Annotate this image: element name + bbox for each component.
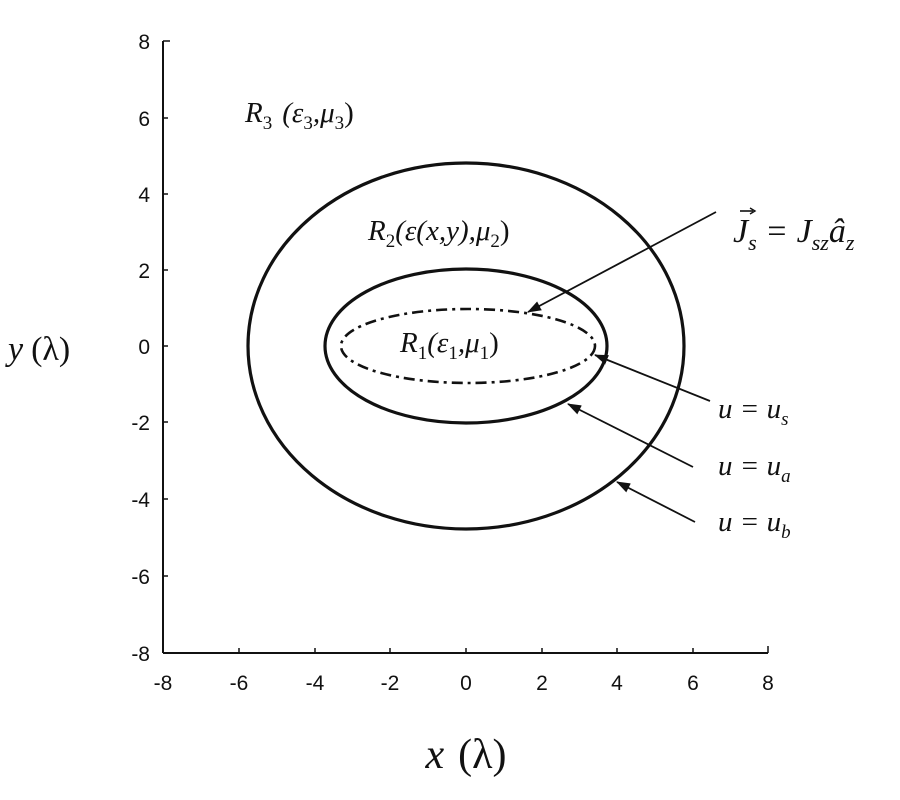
boundary-label-ub: u = ub xyxy=(718,506,791,543)
current-density-label: Js = Jszâz xyxy=(733,207,855,255)
x-tick-label: 4 xyxy=(611,672,623,695)
axes: 8 6 4 2 0 -2 -4 -6 -8 -8 -6 -4 -2 0 2 4 … xyxy=(5,31,774,778)
y-tick-label: 4 xyxy=(138,184,150,207)
x-tick-label: 6 xyxy=(687,672,699,695)
region-r1-label: R1(ε1,μ1) xyxy=(399,327,499,364)
x-tick-labels: -8 -6 -4 -2 0 2 4 6 8 xyxy=(154,672,774,695)
outer-boundary-ellipse xyxy=(246,161,686,531)
boundary-label-ua: u = ua xyxy=(718,450,791,487)
x-tick-label: -6 xyxy=(230,672,249,695)
y-tick-labels: 8 6 4 2 0 -2 -4 -6 -8 xyxy=(131,31,150,666)
inner-boundary-ellipse xyxy=(323,267,609,425)
x-axis-title: x(λ) xyxy=(425,732,507,778)
y-tick-label: 6 xyxy=(138,108,150,131)
x-tick-label: 2 xyxy=(536,672,548,695)
y-tick-label: -4 xyxy=(131,489,150,512)
y-tick-label: -6 xyxy=(131,566,150,589)
ua-pointer-arrow xyxy=(567,403,694,468)
region-r3-label: R3(ε3,μ3) xyxy=(244,97,354,134)
y-tick-label: -8 xyxy=(131,643,150,666)
y-tick-label: 2 xyxy=(138,260,150,283)
y-ticks xyxy=(163,40,170,577)
x-tick-label: -2 xyxy=(381,672,400,695)
y-axis-title: y(λ) xyxy=(5,331,70,368)
vector-arrowhead-icon xyxy=(749,207,757,215)
x-tick-label: -4 xyxy=(306,672,325,695)
x-ticks xyxy=(238,646,769,653)
y-tick-label: 0 xyxy=(138,336,150,359)
current-pointer-arrow xyxy=(527,211,717,313)
region-r2-label: R2(ε(x,y),μ2) xyxy=(367,215,510,252)
x-tick-label: -8 xyxy=(154,672,173,695)
x-tick-label: 0 xyxy=(460,672,472,695)
us-pointer-arrow xyxy=(594,354,711,402)
y-tick-label: 8 xyxy=(138,31,150,54)
boundary-label-us: u = us xyxy=(718,393,788,430)
ub-pointer-arrow xyxy=(616,481,696,523)
x-tick-label: 8 xyxy=(762,672,774,695)
svg-text:Js = Jszâz: Js = Jszâz xyxy=(733,213,855,255)
y-tick-label: -2 xyxy=(131,412,150,435)
current-sheet-dashed-ellipse xyxy=(339,307,597,385)
